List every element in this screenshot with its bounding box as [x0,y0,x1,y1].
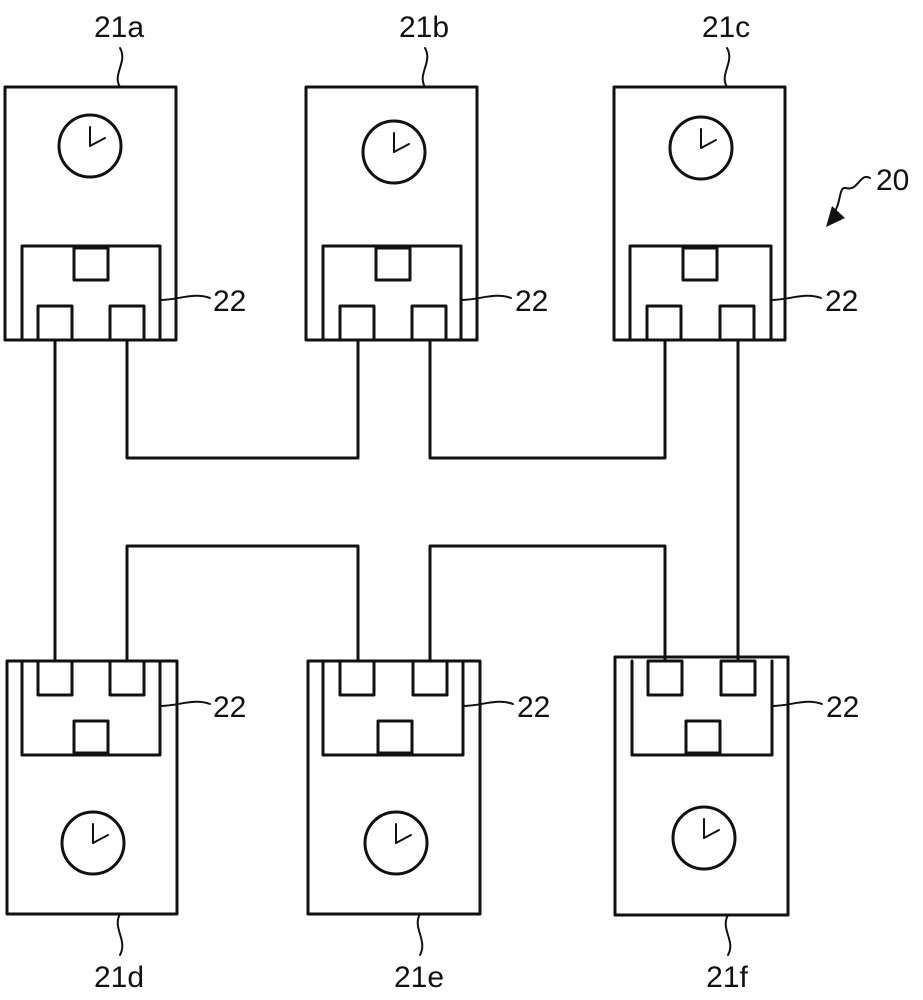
port-frame [321,659,465,757]
label-22-leader [159,700,211,707]
port-left [645,304,683,342]
node-21e: 22 21e [306,659,550,994]
clock-icon [60,810,126,876]
label-leader [116,47,124,88]
reference-label: 20 [876,164,909,197]
node-21d: 22 21d [5,659,246,994]
port-right [108,659,146,697]
device-housing [3,85,178,342]
port-left [646,659,684,697]
port-right [410,304,448,342]
port-right [718,304,756,342]
label-22-leader [771,700,823,707]
port-label: 22 [826,691,859,724]
connection-21d-21e [125,544,360,663]
port-label: 22 [517,691,550,724]
port-frame [20,659,162,757]
port-right [108,304,146,342]
port-center [72,719,110,755]
reference-arrow-leader [831,175,871,216]
clock-icon [57,113,123,179]
port-frame [20,244,162,342]
device-housing [5,659,179,916]
node-label: 21b [399,11,449,44]
port-left [36,659,74,697]
device-housing [304,85,479,342]
label-leader [724,914,732,956]
reference-label-20: 20 [826,164,909,227]
label-leader [116,913,124,956]
connection-lines [53,338,740,663]
label-leader [416,913,424,956]
node-21c: 22 21c [612,11,858,342]
label-22-leader [460,294,512,301]
connection-21e-21f [428,544,667,663]
port-center [681,246,719,282]
node-label: 21f [706,961,748,994]
port-right [719,659,757,697]
port-label: 22 [825,285,858,318]
port-label: 22 [515,285,548,318]
clock-icon [668,115,734,181]
port-label: 22 [213,691,246,724]
node-label: 21c [702,11,750,44]
node-21b: 22 21b [304,11,548,342]
clock-icon [361,119,427,185]
port-center [376,719,414,755]
port-center [374,246,412,282]
device-housing [613,655,790,917]
port-center [684,719,722,755]
port-center [72,246,110,282]
connection-21a-21b [125,338,360,460]
node-label: 21a [94,11,144,44]
node-21a: 22 21a [3,11,246,342]
label-22-leader [159,294,211,301]
clock-icon [671,805,737,871]
port-label: 22 [213,285,246,318]
port-right [411,659,449,697]
port-left [36,304,74,342]
device-housing [612,85,787,342]
clock-icon [363,810,429,876]
port-frame [321,244,463,342]
port-frame [628,244,773,342]
connection-21b-21c [428,338,667,460]
port-left [338,304,376,342]
reference-arrow-head [826,206,845,227]
label-22-leader [770,294,822,301]
label-leader [723,47,731,88]
label-22-leader [462,700,514,707]
device-housing [306,659,482,916]
port-frame [630,659,774,757]
node-label: 21d [94,961,144,994]
node-21f: 22 21f [613,655,859,994]
label-leader [421,47,429,88]
port-left [338,659,376,697]
node-label: 21e [394,961,444,994]
